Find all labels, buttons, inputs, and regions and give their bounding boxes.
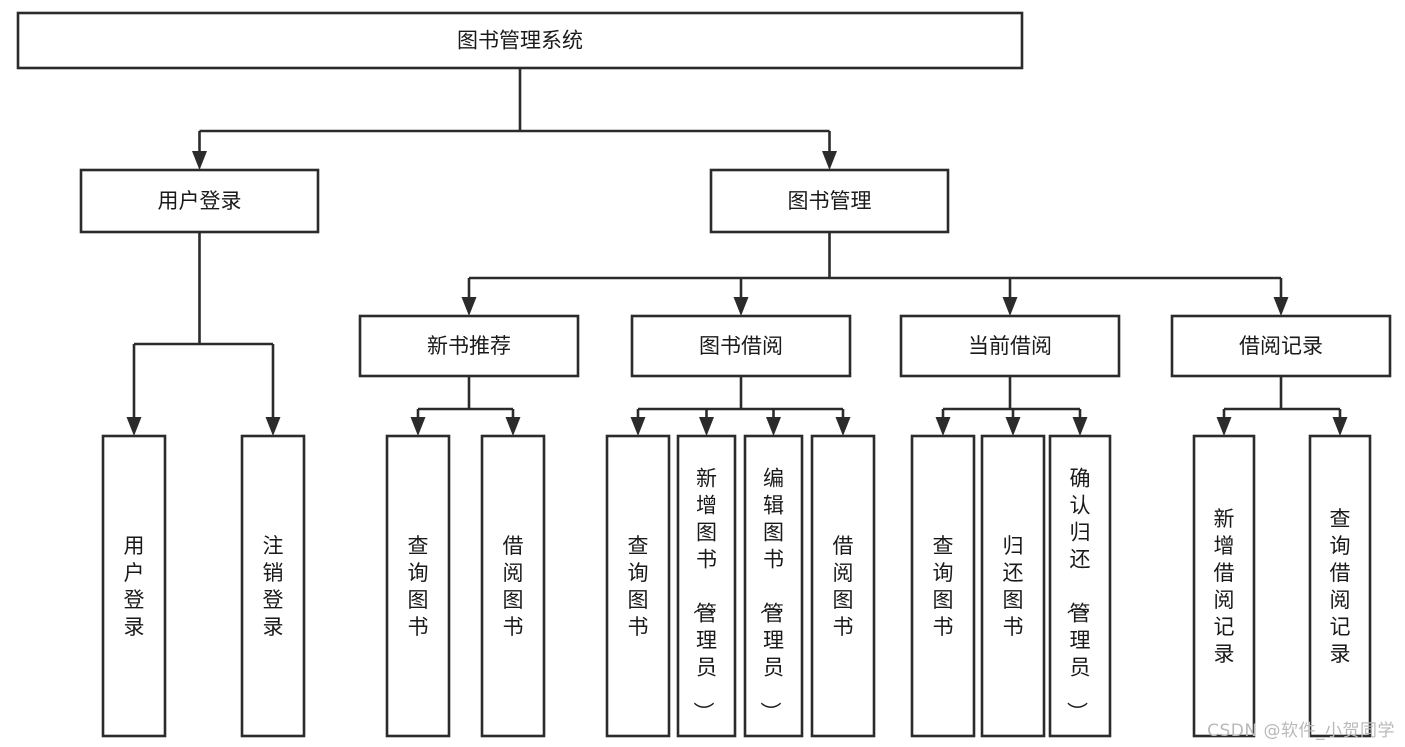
node-leaf-logout[interactable]: 注销登录 xyxy=(240,434,306,738)
connector-group-borrow-record xyxy=(1216,376,1348,436)
node-box-user-login[interactable] xyxy=(79,168,320,234)
csdn-watermark: CSDN @软件_小贺同学 xyxy=(1207,721,1395,741)
node-label-leaf-query-book-3: 查询图书 xyxy=(933,534,954,639)
node-box-leaf-return-book[interactable] xyxy=(980,434,1046,738)
node-label-user-login: 用户登录 xyxy=(158,189,242,213)
node-box-leaf-confirm-return-admin[interactable] xyxy=(1048,434,1112,738)
node-box-leaf-query-book-1[interactable] xyxy=(385,434,451,738)
node-box-leaf-query-borrow-record[interactable] xyxy=(1308,434,1372,738)
node-label-borrow-record: 借阅记录 xyxy=(1239,334,1323,358)
node-leaf-query-book-3[interactable]: 查询图书 xyxy=(910,434,976,738)
node-label-current-borrow: 当前借阅 xyxy=(968,334,1052,358)
node-label-leaf-user-login: 用户登录 xyxy=(124,534,145,639)
node-leaf-query-borrow-record[interactable]: 查询借阅记录 xyxy=(1308,434,1372,738)
connector-group-user-login xyxy=(126,232,281,436)
node-book-borrow[interactable]: 图书借阅 xyxy=(630,314,852,378)
node-label-leaf-add-borrow-record: 新增借阅记录 xyxy=(1214,507,1235,666)
node-box-leaf-user-login[interactable] xyxy=(101,434,167,738)
connector-group-book-manage xyxy=(461,232,1289,316)
node-box-book-borrow[interactable] xyxy=(630,314,852,378)
node-label-leaf-return-book: 归还图书 xyxy=(1003,534,1024,639)
connector-group-root xyxy=(192,68,837,170)
node-leaf-return-book[interactable]: 归还图书 xyxy=(980,434,1046,738)
node-label-leaf-query-book-2: 查询图书 xyxy=(628,534,649,639)
node-layer: 图书管理系统用户登录图书管理新书推荐图书借阅当前借阅借阅记录用户登录注销登录查询… xyxy=(16,11,1392,738)
node-box-leaf-add-borrow-record[interactable] xyxy=(1192,434,1256,738)
node-box-leaf-borrow-book-1[interactable] xyxy=(480,434,546,738)
node-leaf-add-book-admin[interactable]: 新增图书（管理员） xyxy=(676,434,737,738)
node-box-book-manage[interactable] xyxy=(709,168,950,234)
node-box-current-borrow[interactable] xyxy=(899,314,1121,378)
node-label-leaf-borrow-book-2: 借阅图书 xyxy=(833,534,854,639)
node-box-root[interactable] xyxy=(16,11,1024,70)
connector-group-current-borrow xyxy=(935,376,1088,436)
connector-group-book-borrow xyxy=(630,376,851,436)
node-box-leaf-logout[interactable] xyxy=(240,434,306,738)
node-borrow-record[interactable]: 借阅记录 xyxy=(1170,314,1392,378)
node-label-leaf-edit-book-admin: 编辑图书（管理员） xyxy=(758,467,784,723)
node-leaf-add-borrow-record[interactable]: 新增借阅记录 xyxy=(1192,434,1256,738)
node-leaf-confirm-return-admin[interactable]: 确认归还（管理员） xyxy=(1048,434,1112,738)
node-label-root: 图书管理系统 xyxy=(457,29,583,53)
node-user-login[interactable]: 用户登录 xyxy=(79,168,320,234)
node-root[interactable]: 图书管理系统 xyxy=(16,11,1024,70)
node-leaf-borrow-book-1[interactable]: 借阅图书 xyxy=(480,434,546,738)
node-label-leaf-add-book-admin: 新增图书（管理员） xyxy=(691,467,717,723)
connector-group-new-book-recommend xyxy=(410,376,521,436)
node-label-book-borrow: 图书借阅 xyxy=(699,334,783,358)
node-label-leaf-query-book-1: 查询图书 xyxy=(408,534,429,639)
node-label-new-book-recommend: 新书推荐 xyxy=(427,334,511,358)
node-leaf-borrow-book-2[interactable]: 借阅图书 xyxy=(810,434,876,738)
node-new-book-recommend[interactable]: 新书推荐 xyxy=(358,314,580,378)
node-box-leaf-query-book-2[interactable] xyxy=(605,434,671,738)
node-label-leaf-confirm-return-admin: 确认归还（管理员） xyxy=(1065,467,1091,723)
node-box-leaf-query-book-3[interactable] xyxy=(910,434,976,738)
node-book-manage[interactable]: 图书管理 xyxy=(709,168,950,234)
node-leaf-user-login[interactable]: 用户登录 xyxy=(101,434,167,738)
node-leaf-edit-book-admin[interactable]: 编辑图书（管理员） xyxy=(743,434,804,738)
node-label-leaf-query-borrow-record: 查询借阅记录 xyxy=(1330,507,1351,666)
node-label-leaf-borrow-book-1: 借阅图书 xyxy=(503,534,524,639)
node-current-borrow[interactable]: 当前借阅 xyxy=(899,314,1121,378)
connector-layer xyxy=(126,68,1348,436)
node-label-book-manage: 图书管理 xyxy=(788,189,872,213)
node-leaf-query-book-2[interactable]: 查询图书 xyxy=(605,434,671,738)
node-box-borrow-record[interactable] xyxy=(1170,314,1392,378)
node-box-leaf-edit-book-admin[interactable] xyxy=(743,434,804,738)
node-box-new-book-recommend[interactable] xyxy=(358,314,580,378)
node-leaf-query-book-1[interactable]: 查询图书 xyxy=(385,434,451,738)
node-box-leaf-add-book-admin[interactable] xyxy=(676,434,737,738)
node-box-leaf-borrow-book-2[interactable] xyxy=(810,434,876,738)
node-label-leaf-logout: 注销登录 xyxy=(263,534,284,639)
